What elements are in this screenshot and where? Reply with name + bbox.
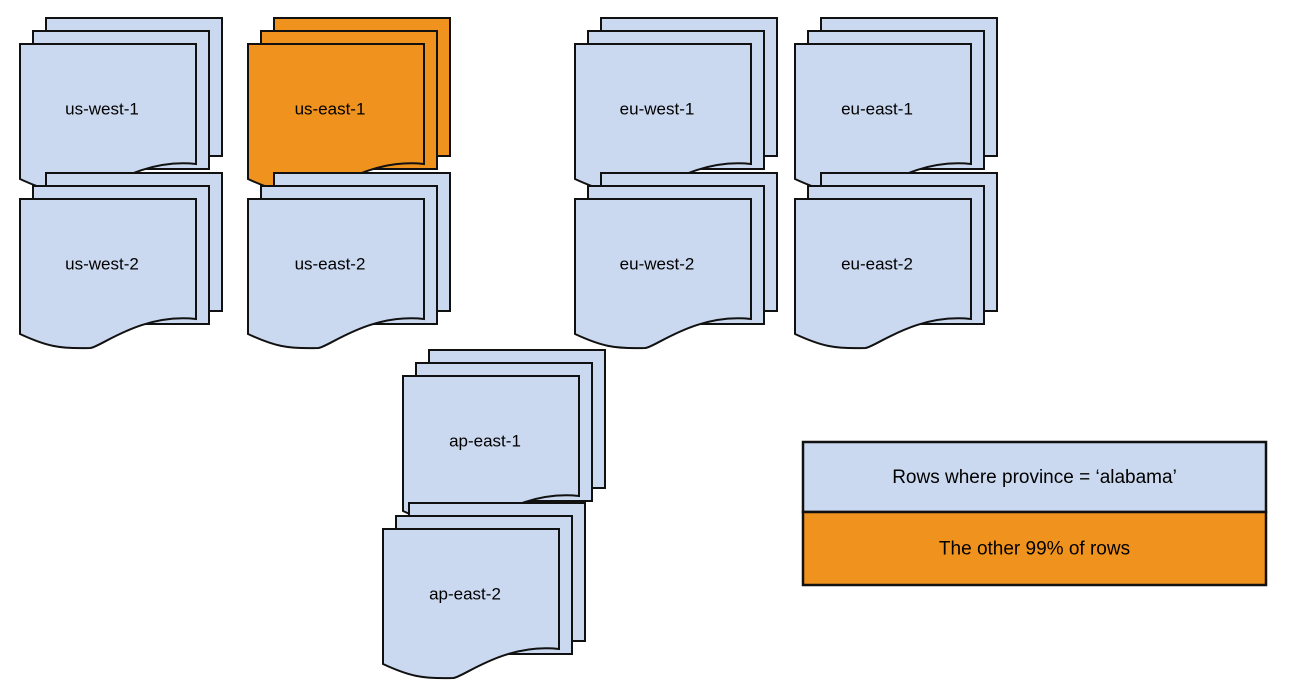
- document-stack-us-west-2[interactable]: us-west-2: [19, 172, 223, 350]
- document-stack-eu-west-2-front-sheet: [574, 198, 752, 350]
- document-stack-ap-east-2[interactable]: ap-east-2: [382, 502, 586, 680]
- legend-other-rows-label: The other 99% of rows: [939, 539, 1130, 560]
- document-stack-us-west-1-label: us-west-1: [65, 99, 139, 118]
- legend-rows-alabama-swatch: [801, 440, 1268, 514]
- document-stack-eu-west-2[interactable]: eu-west-2: [574, 172, 778, 350]
- document-stack-us-west-1-front-sheet: [19, 43, 197, 195]
- document-stack-us-east-1-front-sheet: [247, 43, 425, 195]
- document-stack-eu-east-1-label: eu-east-1: [841, 99, 913, 118]
- legend-rows-alabama[interactable]: Rows where province = ‘alabama’: [801, 440, 1268, 514]
- document-stack-us-east-2-front-sheet: [247, 198, 425, 350]
- document-stack-ap-east-2-label: ap-east-2: [429, 584, 501, 603]
- document-stack-eu-east-1-front-sheet: [794, 43, 972, 195]
- document-stack-eu-west-2-label: eu-west-2: [620, 254, 695, 273]
- legend-rows-alabama-label: Rows where province = ‘alabama’: [892, 467, 1177, 488]
- stacks-layer: us-west-1 us-east-1 eu-west-1 eu-east-1 us-w…: [19, 17, 998, 680]
- document-stack-eu-east-2[interactable]: eu-east-2: [794, 172, 998, 350]
- document-stack-eu-west-1-label: eu-west-1: [620, 99, 695, 118]
- document-stack-ap-east-1-label: ap-east-1: [449, 431, 521, 450]
- document-stack-eu-east-2-front-sheet: [794, 198, 972, 350]
- legend-layer: Rows where province = ‘alabama’ The other…: [801, 440, 1268, 587]
- document-stack-us-west-2-label: us-west-2: [65, 254, 139, 273]
- document-stack-us-west-2-front-sheet: [19, 198, 197, 350]
- legend-other-rows[interactable]: The other 99% of rows: [801, 510, 1268, 587]
- document-stack-eu-east-1[interactable]: eu-east-1: [794, 17, 998, 195]
- document-stack-ap-east-2-front-sheet: [382, 528, 560, 680]
- document-stack-us-east-1-label: us-east-1: [295, 99, 366, 118]
- document-stack-eu-east-2-label: eu-east-2: [841, 254, 913, 273]
- document-stack-ap-east-1[interactable]: ap-east-1: [402, 349, 606, 527]
- legend-other-rows-swatch: [801, 510, 1268, 587]
- document-stack-us-east-2[interactable]: us-east-2: [247, 172, 451, 350]
- document-stack-us-west-1[interactable]: us-west-1: [19, 17, 223, 195]
- document-stack-eu-west-1[interactable]: eu-west-1: [574, 17, 778, 195]
- document-stack-us-east-1[interactable]: us-east-1: [247, 17, 451, 195]
- document-stack-us-east-2-label: us-east-2: [295, 254, 366, 273]
- document-stack-eu-west-1-front-sheet: [574, 43, 752, 195]
